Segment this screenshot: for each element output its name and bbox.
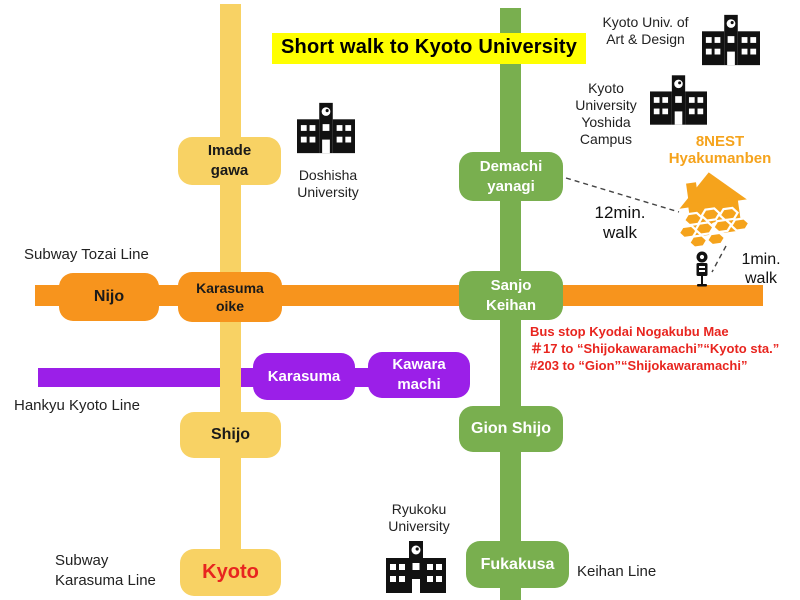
label-ryukoku-university: Ryukoku University xyxy=(388,501,450,534)
label-walk-1min: 1min. walk xyxy=(741,251,781,287)
bus-stop-icon xyxy=(696,251,708,287)
label-kyoto-univ-art-design: Kyoto Univ. of Art & Design xyxy=(602,14,689,47)
nest-house-icon xyxy=(677,172,751,249)
label-subway-tozai-line: Subway Tozai Line xyxy=(24,246,149,263)
hankyu-kyoto-line-track xyxy=(38,368,462,387)
station-shijo: Shijo xyxy=(180,412,281,458)
station-sanjo-keihan: Sanjo Keihan xyxy=(459,271,563,320)
station-karasuma-oike: Karasuma oike xyxy=(178,272,282,322)
station-gion-shijo: Gion Shijo xyxy=(459,406,563,452)
station-karasuma-hankyu: Karasuma xyxy=(253,353,355,400)
bus-stop-info-line3: #203 to “Gion”“Shijokawaramachi” xyxy=(530,358,748,373)
label-hankyu-kyoto-line: Hankyu Kyoto Line xyxy=(14,397,140,414)
label-keihan-line: Keihan Line xyxy=(577,563,657,580)
label-8nest-hyakumanben: 8NEST Hyakumanben xyxy=(668,133,772,167)
station-nijo: Nijo xyxy=(59,273,159,321)
school-icon xyxy=(386,541,446,593)
bus-stop-info-line1: Bus stop Kyodai Nogakubu Mae xyxy=(530,324,729,339)
label-walk-12min: 12min. walk xyxy=(594,203,646,242)
school-icon xyxy=(702,14,760,66)
station-demachiyanagi: Demachi yanagi xyxy=(459,152,563,201)
station-imadegawa: Imade gawa xyxy=(178,137,281,185)
school-icon xyxy=(297,102,355,154)
bus-stop-info-line2: ＃17 to “Shijokawaramachi”“Kyoto sta.” xyxy=(530,341,780,356)
school-icon xyxy=(650,75,707,125)
label-doshisha-university: Doshisha University xyxy=(297,167,359,200)
label-kyoto-university-yoshida-campus: Kyoto University Yoshida Campus xyxy=(575,80,637,147)
station-kyoto: Kyoto xyxy=(180,549,281,596)
label-subway-karasuma-line: Subway Karasuma Line xyxy=(55,552,156,589)
station-fukakusa: Fukakusa xyxy=(466,541,569,588)
station-kawaramachi: Kawara machi xyxy=(368,352,470,398)
page-title: Short walk to Kyoto University xyxy=(272,33,587,64)
bus-stop-info: Bus stop Kyodai Nogakubu Mae ＃17 to “Shi… xyxy=(530,323,796,374)
